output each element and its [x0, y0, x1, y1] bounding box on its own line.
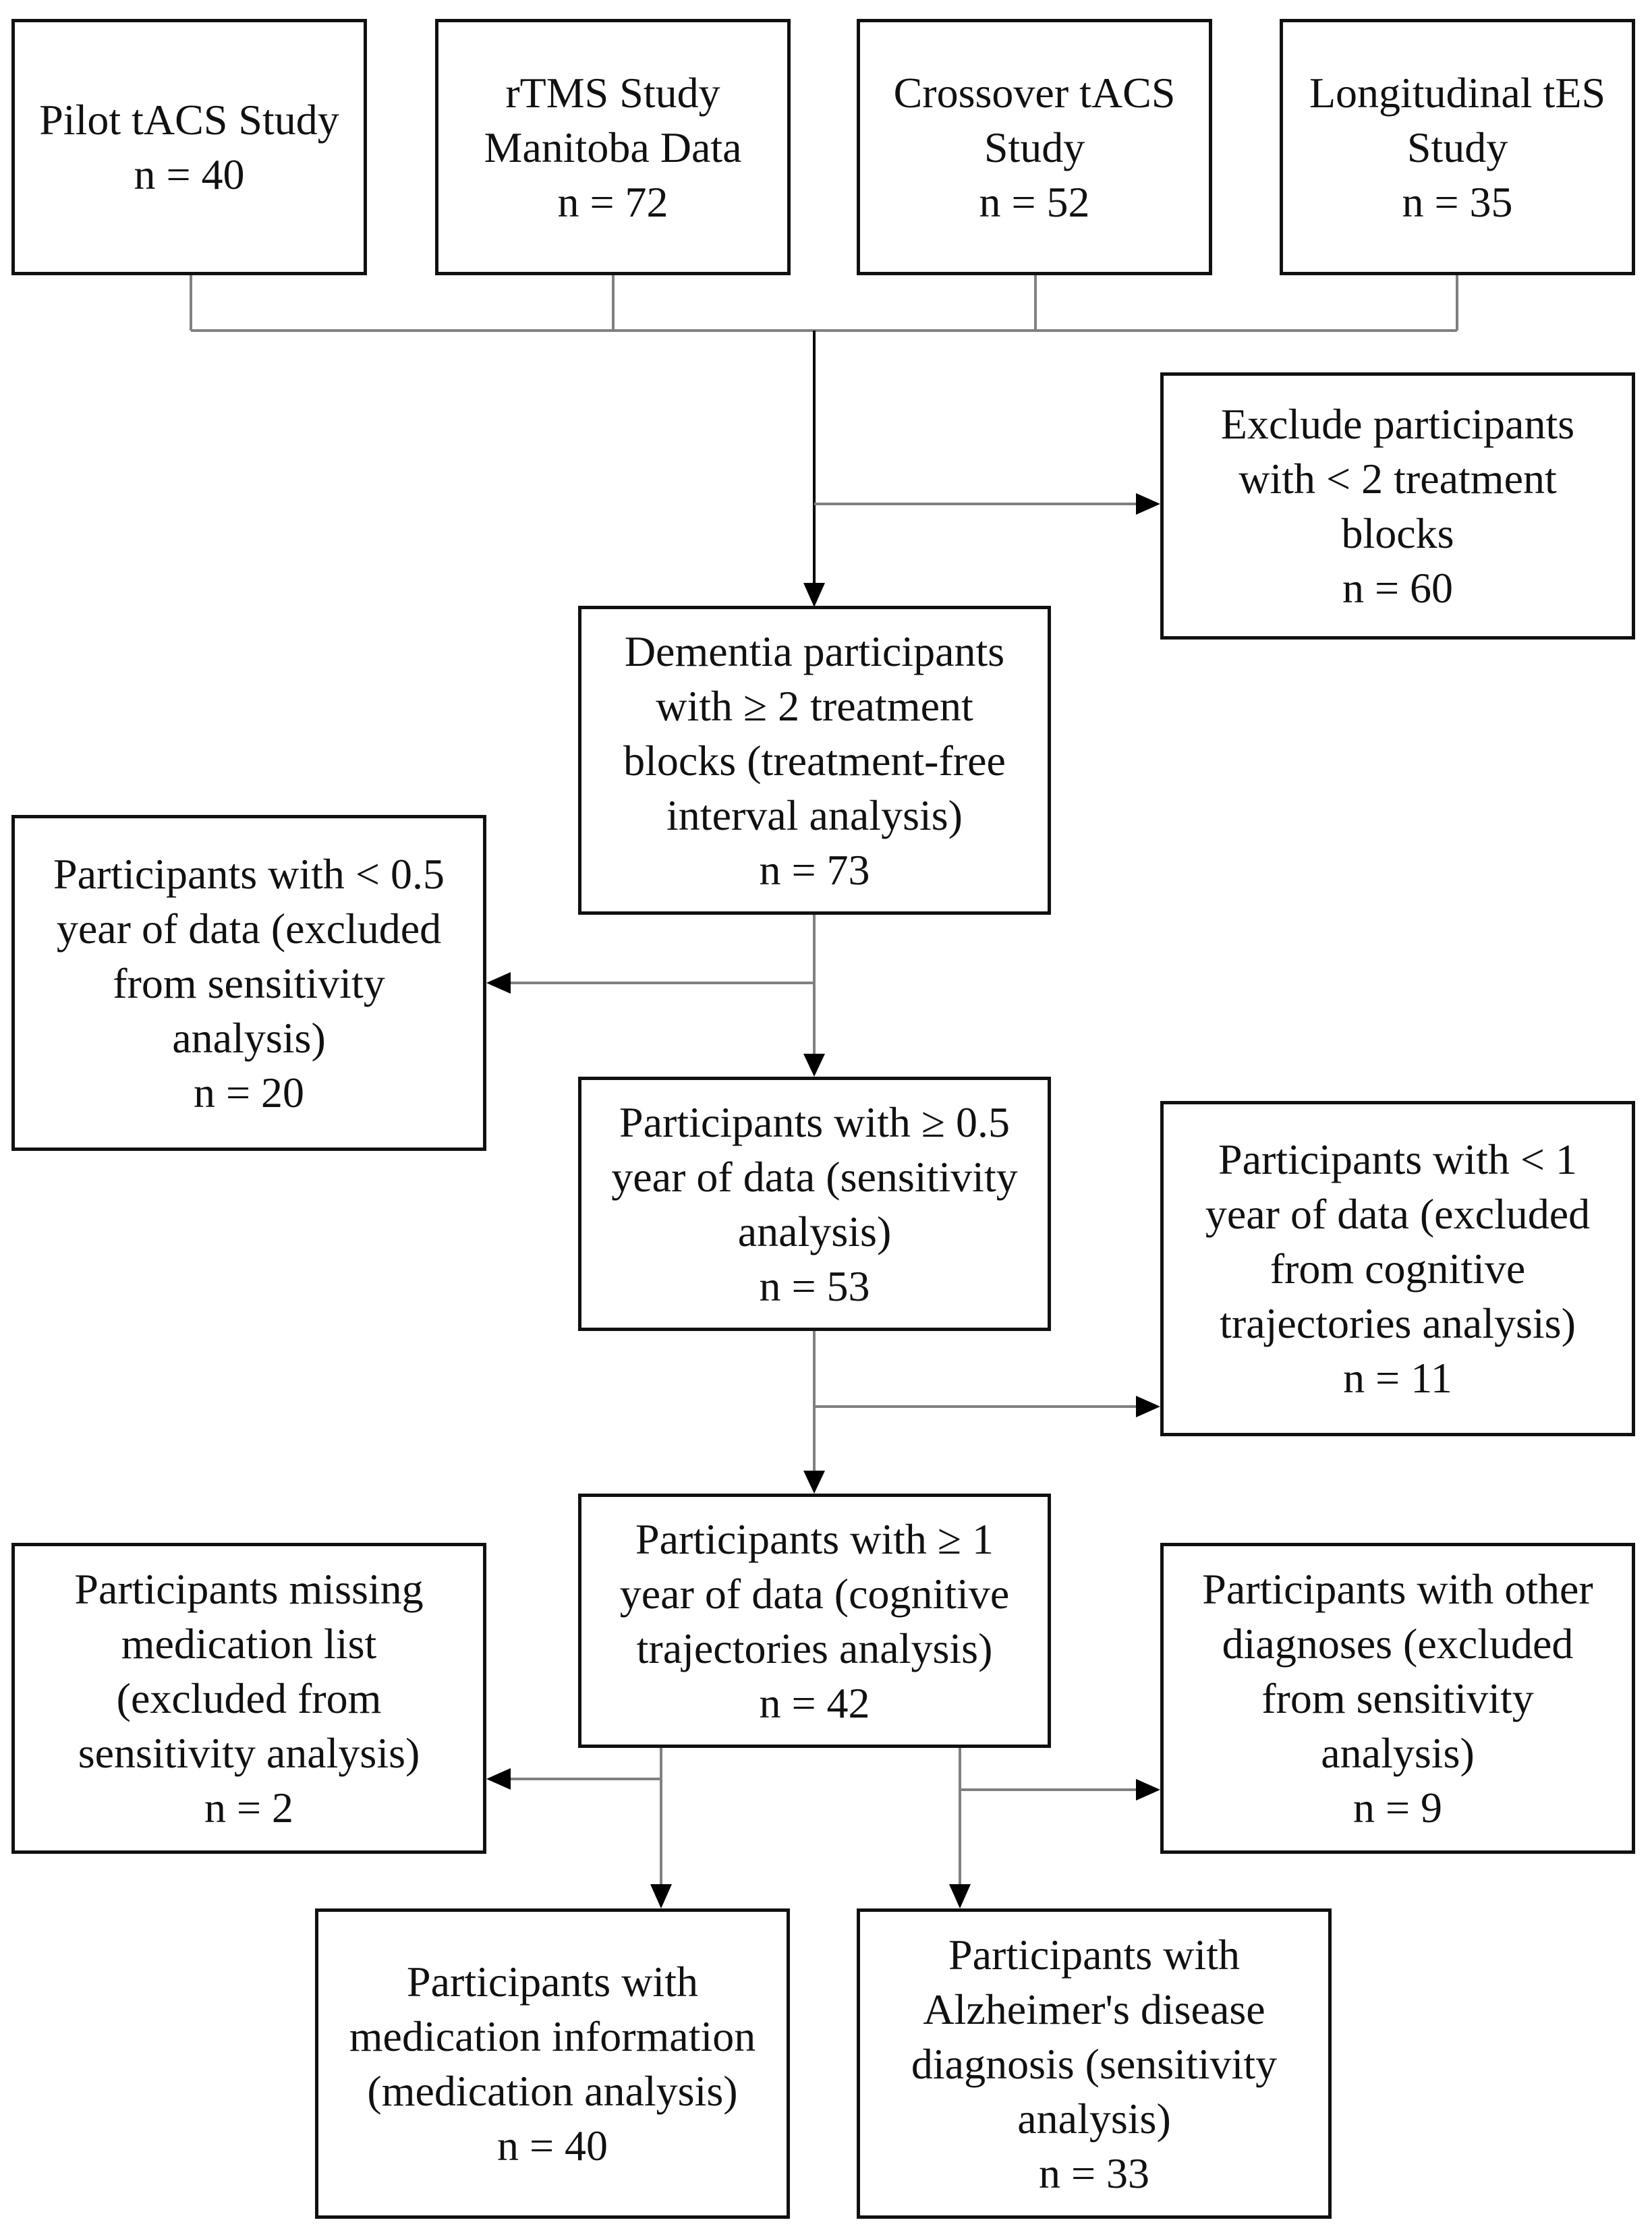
box-text-line: n = 9: [1352, 1784, 1443, 1832]
other-diagnoses-box: Participants with other diagnoses (exclud…: [1160, 1543, 1635, 1854]
box-text-line: year of data (sensitivity: [611, 1152, 1018, 1201]
box-text-line: interval analysis): [666, 791, 963, 839]
dementia-participants-box: Dementia participants with ≥ 2 treatment b…: [578, 606, 1051, 915]
crossover-tacs-study-box: Crossover tACS Study n = 52: [857, 19, 1212, 275]
excluded-lt-half-year-box: Participants with < 0.5 year of data (exc…: [11, 815, 486, 1151]
box-text-line: n = 2: [204, 1784, 294, 1832]
arrowhead: [486, 972, 511, 994]
box-text-line: Participants with < 0.5: [53, 849, 445, 898]
box-text-line: blocks (treatment-free: [623, 736, 1006, 785]
box-text-line: with ≥ 2 treatment: [656, 681, 973, 730]
box-text-line: analysis): [172, 1013, 326, 1062]
box-text-line: from sensitivity: [1261, 1674, 1534, 1722]
arrowhead: [1136, 493, 1160, 515]
box-text-line: Participants with other: [1202, 1565, 1593, 1613]
box-text-line: analysis): [737, 1207, 892, 1255]
box-text-line: trajectories analysis): [636, 1624, 993, 1672]
box-text-line: Crossover tACS: [893, 68, 1176, 117]
participants-ge-one-year-box: Participants with ≥ 1 year of data (cogni…: [578, 1494, 1051, 1748]
box-text-line: n = 42: [759, 1678, 870, 1727]
box-text-line: year of data (excluded: [56, 904, 442, 953]
box-text-line: n = 53: [759, 1262, 870, 1310]
box-text-line: n = 73: [759, 845, 870, 894]
box-text-line: Participants with ≥ 0.5: [619, 1098, 1010, 1146]
box-text-line: n = 40: [496, 2122, 608, 2170]
box-text-line: Alzheimer's disease: [923, 1985, 1265, 2033]
box-text-line: Exclude participants: [1220, 400, 1575, 448]
box-text-line: Participants with: [407, 1958, 698, 2006]
box-text-line: analysis): [1321, 1729, 1475, 1777]
box-text-line: diagnosis (sensitivity: [911, 2039, 1278, 2088]
box-text-line: n = 33: [1038, 2149, 1150, 2197]
box-text-line: n = 40: [134, 150, 245, 198]
box-text-line: Longitudinal tES: [1309, 68, 1606, 117]
pilot-tacs-study-box: Pilot tACS Study n = 40: [11, 19, 367, 275]
box-text-line: n = 11: [1343, 1354, 1452, 1402]
box-text-line: Pilot tACS Study: [39, 96, 339, 144]
arrowhead: [650, 1884, 672, 1908]
medication-information-box: Participants with medication information (…: [315, 1908, 790, 2219]
box-text-line: Manitoba Data: [484, 123, 742, 171]
box-text-line: medication information: [349, 2012, 756, 2060]
arrowhead: [803, 1054, 825, 1077]
box-text-line: Study: [984, 123, 1085, 171]
box-text-line: from cognitive: [1270, 1245, 1526, 1293]
box-text-line: year of data (excluded: [1205, 1190, 1591, 1238]
arrowhead: [803, 1471, 825, 1494]
box-text-line: trajectories analysis): [1220, 1299, 1576, 1347]
box-text-line: n = 20: [193, 1068, 305, 1116]
arrowhead: [486, 1768, 511, 1790]
box-text-line: diagnoses (excluded: [1222, 1620, 1574, 1668]
exclude-participants-box: Exclude participants with < 2 treatment bl…: [1160, 372, 1635, 640]
box-text-line: Participants with < 1: [1218, 1135, 1578, 1183]
missing-medication-box: Participants missing medication list (excl…: [11, 1543, 486, 1854]
box-text-line: blocks: [1341, 509, 1454, 557]
box-text-line: year of data (cognitive: [619, 1569, 1010, 1618]
arrowhead: [1136, 1779, 1160, 1801]
box-text-line: n = 52: [979, 177, 1090, 226]
connector: [190, 275, 1458, 332]
box-text-line: from sensitivity: [113, 959, 385, 1007]
box-text-line: (medication analysis): [367, 2067, 738, 2115]
excluded-lt-one-year-box: Participants with < 1 year of data (exclu…: [1160, 1101, 1635, 1436]
box-text-line: n = 35: [1402, 177, 1513, 226]
box-text-line: Participants with: [948, 1930, 1240, 1979]
box-text-line: Participants missing: [74, 1565, 424, 1613]
participants-ge-half-year-box: Participants with ≥ 0.5 year of data (sen…: [578, 1077, 1051, 1331]
box-text-line: Participants with ≥ 1: [635, 1514, 994, 1563]
box-text-line: rTMS Study: [505, 68, 720, 117]
arrowhead: [1136, 1396, 1160, 1417]
box-text-line: with < 2 treatment: [1238, 455, 1557, 503]
arrowhead: [949, 1884, 971, 1908]
box-text-line: n = 72: [557, 177, 668, 226]
box-text-line: (excluded from: [116, 1674, 382, 1722]
box-text-line: analysis): [1017, 2094, 1171, 2143]
box-text-line: medication list: [121, 1620, 377, 1668]
box-text-line: sensitivity analysis): [78, 1729, 420, 1777]
box-text-line: Dementia participants: [624, 627, 1005, 675]
box-text-line: n = 60: [1342, 564, 1454, 612]
arrowhead: [803, 583, 825, 607]
box-text-line: Study: [1406, 123, 1508, 171]
longitudinal-tes-study-box: Longitudinal tES Study n = 35: [1280, 19, 1635, 275]
